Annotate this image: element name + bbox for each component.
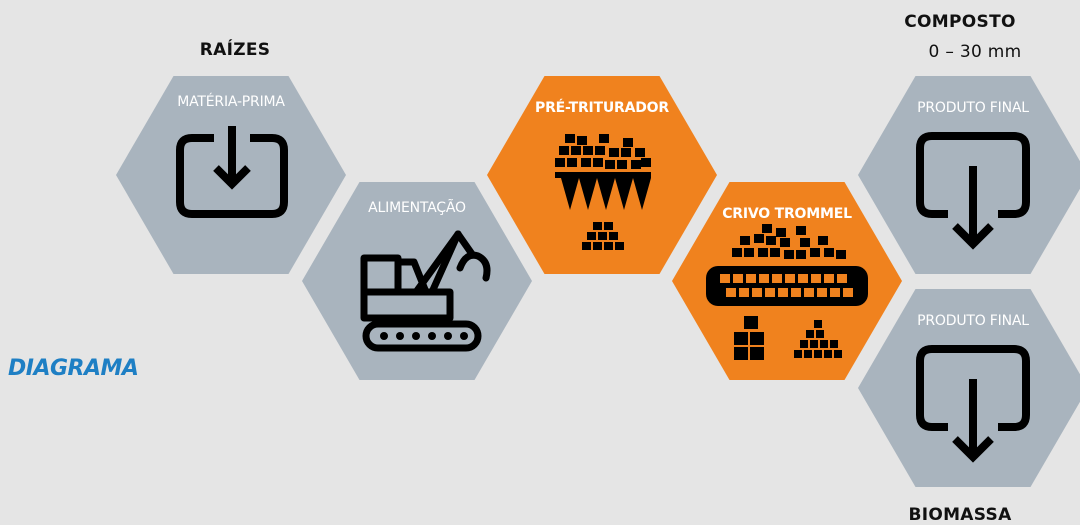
hex-label-produto-final-1: PRODUTO FINAL	[917, 100, 1029, 116]
hex-produto-final-biomassa: PRODUTO FINAL	[858, 289, 1080, 487]
composto-label: COMPOSTO	[904, 12, 1016, 32]
output-arrow-icon	[916, 132, 1030, 250]
composto-size-label: 0 – 30 mm	[928, 42, 1022, 62]
shredder-icon	[555, 134, 651, 250]
hex-label-materia-prima: MATÉRIA-PRIMA	[177, 94, 285, 110]
hex-label-produto-final-2: PRODUTO FINAL	[917, 313, 1029, 329]
biomassa-label: BIOMASSA	[908, 505, 1012, 525]
hex-label-alimentacao: ALIMENTAÇÃO	[368, 200, 466, 216]
hex-pre-triturador: PRÉ-TRITURADOR	[487, 76, 717, 274]
diagram-title: DIAGRAMA	[8, 356, 139, 381]
raizes-label: RAÍZES	[199, 40, 271, 60]
hex-label-crivo-trommel: CRIVO TROMMEL	[722, 206, 852, 222]
download-tray-icon	[176, 126, 288, 218]
output-arrow-icon	[916, 345, 1030, 463]
excavator-icon	[360, 230, 491, 352]
hex-alimentacao: ALIMENTAÇÃO	[302, 182, 532, 380]
hex-crivo-trommel: CRIVO TROMMEL	[672, 182, 902, 380]
trommel-screen-icon	[706, 224, 868, 360]
hex-produto-final-composto: PRODUTO FINAL	[858, 76, 1080, 274]
hex-label-pre-triturador: PRÉ-TRITURADOR	[535, 100, 669, 116]
hex-materia-prima: MATÉRIA-PRIMA	[116, 76, 346, 274]
